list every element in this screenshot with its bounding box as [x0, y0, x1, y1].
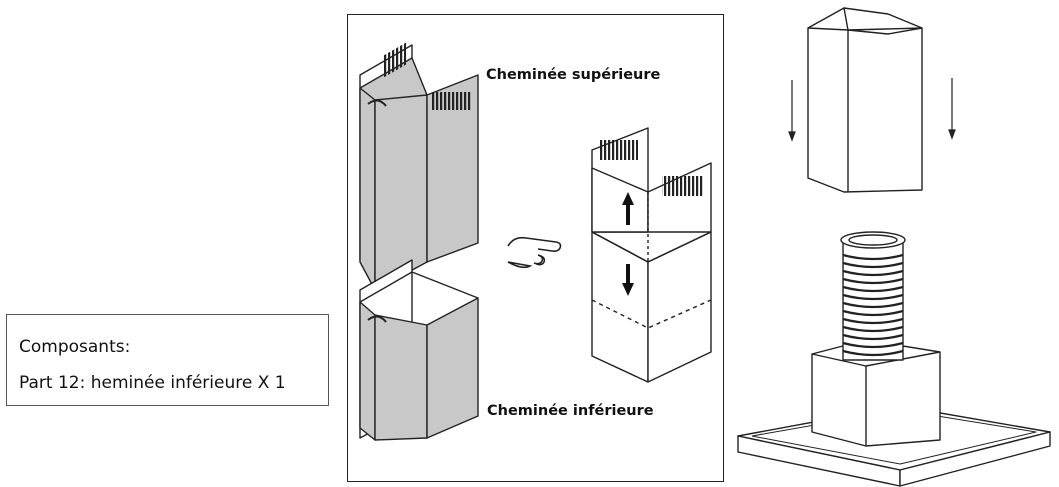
upper-chimney-drawing	[359, 42, 479, 291]
range-hood-drawing	[737, 231, 1051, 487]
arrow-up-icon	[622, 192, 634, 225]
instruction-panel	[347, 14, 724, 482]
down-arrows	[788, 78, 956, 142]
components-title: Composants:	[19, 337, 131, 357]
pointing-hand-icon	[507, 236, 562, 269]
components-box: Composants: Part 12: heminée inférieure …	[6, 314, 329, 406]
assembled-chimney-drawing	[591, 127, 712, 383]
lower-chimney-label: Cheminée inférieure	[487, 403, 654, 419]
lower-chimney-drawing	[359, 259, 479, 441]
chimney-cover-drawing	[807, 7, 923, 193]
duct-ribs	[842, 253, 904, 357]
arrow-down-icon	[622, 264, 634, 296]
upper-chimney-label: Cheminée supérieure	[486, 67, 661, 83]
components-part: Part 12: heminée inférieure X 1	[19, 373, 286, 393]
